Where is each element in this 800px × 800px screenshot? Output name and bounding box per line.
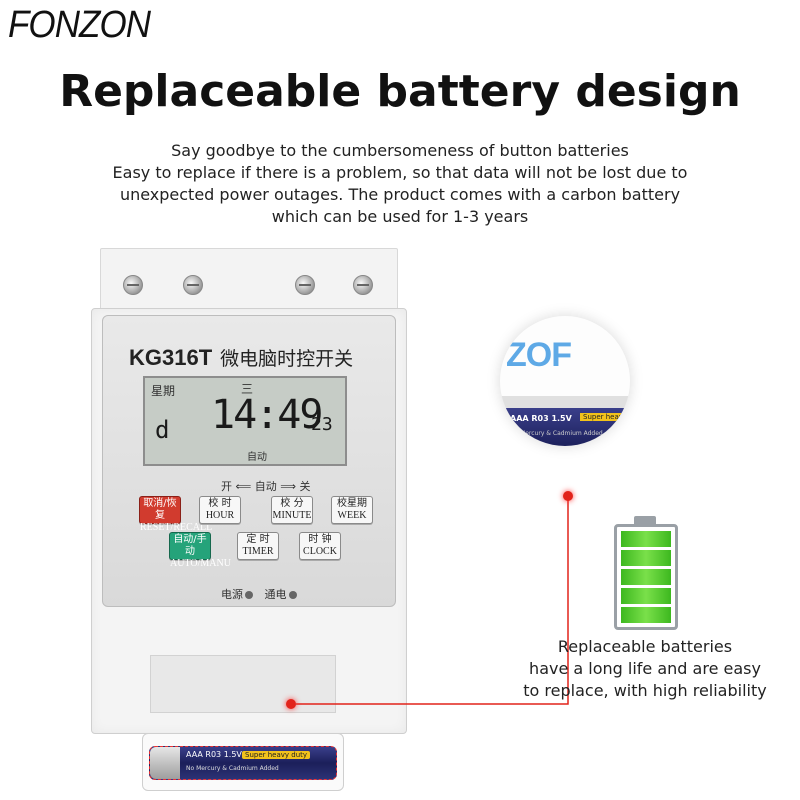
description: Say goodbye to the cumbersomeness of but… <box>60 140 740 228</box>
caption-line: Replaceable batteries <box>557 637 733 656</box>
battery-label: AAA R03 1.5V <box>186 750 242 759</box>
zoom-divider <box>500 396 630 408</box>
terminal-block <box>100 248 398 314</box>
power-led-label: 电源 <box>221 588 243 601</box>
battery-level-icon <box>612 516 678 630</box>
control-panel: KG316T 微电脑时控开关 星期 三 d 14:49 23 自动 开 ⟸ 自动 … <box>102 315 396 607</box>
screw-icon <box>123 275 143 295</box>
status-leds: 电源 通电 <box>221 586 305 602</box>
model-number: KG316T <box>129 345 213 370</box>
lcd-seconds: 23 <box>311 414 333 435</box>
description-line: unexpected power outages. The product co… <box>119 185 681 204</box>
lcd-day-code: d <box>155 416 170 444</box>
device-body: KG316T 微电脑时控开关 星期 三 d 14:49 23 自动 开 ⟸ 自动 … <box>91 308 407 791</box>
battery-cap <box>634 516 656 524</box>
zoom-detail: ZOF AAA R03 1.5V Super heavy No Mercury … <box>500 316 630 446</box>
caption-line: have a long life and are easy <box>529 659 761 678</box>
on-led-icon <box>288 591 297 599</box>
zoom-battery: AAA R03 1.5V Super heavy No Mercury & Ca… <box>500 408 630 446</box>
zoom-battery-sub: No Mercury & Cadmium Added <box>510 430 603 437</box>
aaa-battery: AAA R03 1.5V Super heavy duty No Mercury… <box>149 746 337 780</box>
headline: Replaceable battery design <box>59 66 741 117</box>
lcd-display: 星期 三 d 14:49 23 自动 <box>143 376 347 466</box>
description-line: which can be used for 1-3 years <box>271 207 529 226</box>
caption: Replaceable batteries have a long life a… <box>500 636 790 702</box>
caption-line: to replace, with high reliability <box>523 681 767 700</box>
callout-dot-icon <box>286 699 296 709</box>
battery-tag: Super heavy duty <box>242 751 311 759</box>
callout-dot-icon <box>563 491 573 501</box>
lcd-weekday: 三 <box>241 382 254 396</box>
zoom-battery-label: AAA R03 1.5V <box>510 414 572 423</box>
zoom-device-edge: ZOF <box>500 316 630 396</box>
description-line: Say goodbye to the cumbersomeness of but… <box>171 141 629 160</box>
battery-body <box>614 524 678 630</box>
on-led-label: 通电 <box>264 588 287 601</box>
zoom-logo-fragment: ZOF <box>506 336 572 374</box>
label-window <box>150 655 336 713</box>
lcd-time: 14:49 <box>211 392 323 438</box>
zoom-battery-tag: Super heavy <box>580 413 630 421</box>
battery-terminal <box>150 747 180 779</box>
battery-sub: No Mercury & Cadmium Added <box>186 765 279 772</box>
screw-icon <box>295 275 315 295</box>
screw-icon <box>353 275 373 295</box>
battery-bay[interactable]: AAA R03 1.5V Super heavy duty No Mercury… <box>142 733 344 791</box>
model-name: 微电脑时控开关 <box>220 349 354 370</box>
timer-switch-device: KG316T 微电脑时控开关 星期 三 d 14:49 23 自动 开 ⟸ 自动 … <box>91 248 407 791</box>
description-line: Easy to replace if there is a problem, s… <box>112 163 688 182</box>
mode-indicator: 开 ⟸ 自动 ⟹ 关 <box>221 480 311 493</box>
brand-logo: FONZON <box>8 4 151 46</box>
screw-icon <box>183 275 203 295</box>
lcd-weekday-label: 星期 <box>151 384 176 398</box>
model-label: KG316T 微电脑时控开关 <box>129 344 353 371</box>
power-led-icon <box>245 591 253 599</box>
lcd-mode: 自动 <box>247 452 267 463</box>
